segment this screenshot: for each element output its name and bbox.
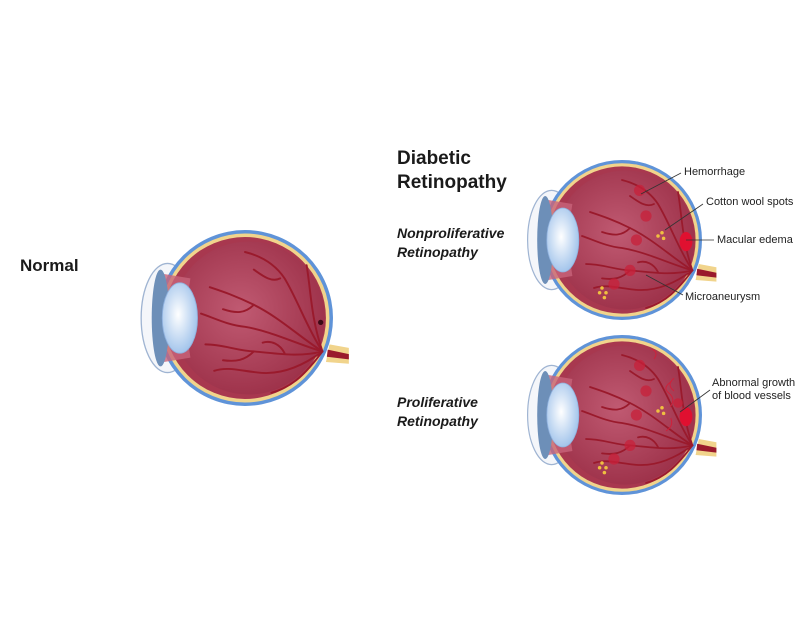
hemorrhage-spot [640,385,652,397]
macular-edema-spot [679,407,693,427]
proliferation-cluster [673,398,683,408]
exudate-spot [597,466,602,470]
lens [546,207,580,273]
abnormal-growth-line-2: of blood vessels [712,390,791,402]
blood-vessels [200,251,324,394]
blood-vessel [601,402,631,411]
macular-edema-label: Macular edema [717,234,793,246]
exudate-spot [661,411,666,416]
blood-vessel [677,366,694,447]
abnormal-vessel [665,381,674,408]
blood-vessel [601,227,631,236]
exudate-spot [661,236,666,241]
exudate-spot [600,286,604,290]
title-line-2: Retinopathy [397,172,507,193]
title-line-1: Diabetic [397,148,471,169]
normal-eye-illustration [140,230,349,406]
blood-vessel [637,435,659,448]
blood-vessel [222,303,255,314]
lens [546,382,580,448]
nonproliferative-eye-illustration [526,160,717,320]
hemorrhage-leader [640,172,682,195]
nonproliferative-line-1: Nonproliferative [397,225,505,241]
proliferative-line-2: Retinopathy [397,413,478,429]
blood-vessel [581,410,694,447]
blood-vessel [593,444,694,466]
optic-nerve [696,443,717,453]
blood-vessel [629,195,655,207]
nonproliferative-heading: Nonproliferative Retinopathy [397,224,504,262]
hemorrhage-spot [630,409,642,421]
blood-vessel [213,350,324,374]
hemorrhage-spot [608,453,620,465]
blood-vessel [200,312,324,353]
microaneurysm-label: Microaneurysm [685,291,761,303]
optic-nerve [696,268,717,278]
exudate-spot [597,291,602,295]
blood-vessel [621,354,694,447]
blood-vessel [244,251,324,353]
hemorrhage-spot [608,278,620,290]
abnormal-growth-label: Abnormal growth of blood vessels [712,377,795,403]
iris [537,196,554,284]
hemorrhage-label: Hemorrhage [684,166,746,178]
exudate-spot [600,461,604,465]
blood-vessel [222,350,255,362]
optic-nerve [326,349,349,360]
diagram-title: Diabetic Retinopathy [397,147,507,195]
nonproliferative-line-2: Retinopathy [397,244,478,260]
blood-vessel [645,269,694,309]
abnormal-vessel [669,377,675,392]
proliferative-eye-illustration [526,335,717,495]
exudate-spot [602,470,607,475]
hemorrhage-spot [624,439,636,451]
blood-vessel [677,191,694,272]
new-vessels [652,348,675,432]
exudate-spot [660,406,664,410]
hemorrhage-spot [640,210,652,222]
iris [537,371,554,459]
blood-vessel [252,268,282,281]
leader-lines [640,172,714,413]
exudate-spot [656,234,660,238]
hemorrhage-spot [630,234,642,246]
blood-vessel [637,260,659,273]
blood-vessel [593,269,694,291]
blood-vessel [261,340,286,355]
blood-vessel [270,350,324,394]
proliferative-line-1: Proliferative [397,394,478,410]
exudate-spot [604,466,608,470]
retina [555,170,695,310]
blood-vessel [645,444,694,484]
abnormal-vessel [665,418,673,432]
blood-vessel [305,264,324,353]
abnormal-growth-line-1: Abnormal growth [712,377,796,389]
hemorrhage-spot [624,264,636,276]
blood-vessel [581,235,694,272]
cotton-wool-label: Cotton wool spots [706,196,794,208]
hemorrhage-spot [634,184,646,196]
microaneurysm-leader [645,274,684,296]
exudate-spot [660,231,664,235]
lens [161,282,198,354]
iris [151,269,170,367]
blood-vessel [629,370,655,382]
macular-edema-spot [679,232,693,252]
blood-vessel [621,179,694,272]
exudate-spot [602,295,607,300]
exudate-spot [656,409,660,413]
retina [171,241,326,395]
retina [555,345,695,485]
abnormal-vessel [652,348,657,360]
hemorrhage-spot [634,359,646,371]
exudate-spot [604,291,608,295]
proliferative-heading: Proliferative Retinopathy [397,393,478,431]
cotton-wool-leader [664,203,704,231]
abnormal-growth-leader [679,389,711,413]
macula [318,319,324,326]
normal-heading: Normal [20,256,79,275]
